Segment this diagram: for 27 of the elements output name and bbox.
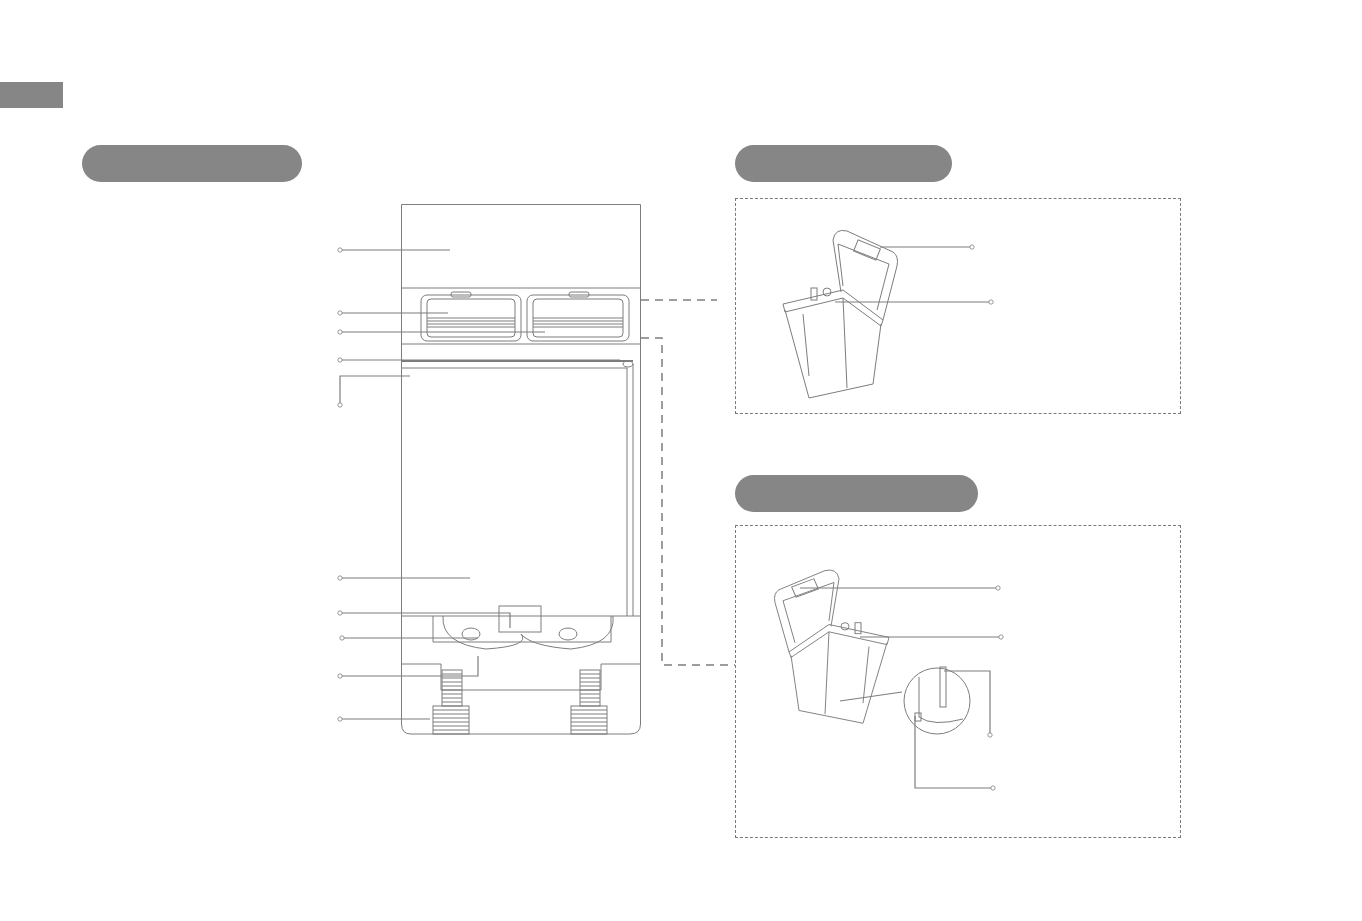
leader-line (337, 575, 471, 581)
leader-line (337, 247, 451, 253)
dashed-connector (640, 337, 736, 666)
leader-line (337, 329, 546, 335)
leader-line (839, 691, 903, 702)
base-station-drawing (401, 204, 641, 738)
leader-line (943, 670, 993, 738)
heading-pill (735, 475, 978, 512)
dashed-connector (640, 299, 718, 301)
leader-line (834, 299, 994, 305)
dashed-panel (735, 198, 1181, 414)
leader-line (337, 716, 431, 722)
dashed-panel (735, 525, 1181, 838)
leader-line (914, 715, 996, 791)
leader-line (337, 655, 479, 679)
leader-line (337, 357, 621, 363)
water-tank-drawing (771, 566, 891, 726)
magnified-detail-drawing (903, 667, 971, 735)
leader-line (337, 375, 411, 408)
leader-line (879, 244, 975, 250)
heading-pill (82, 145, 302, 182)
heading-pill (735, 145, 952, 182)
leader-line (859, 634, 1004, 640)
leader-line (339, 635, 479, 641)
leader-line (337, 310, 449, 316)
leader-line (337, 610, 511, 629)
leader-line (799, 585, 1001, 591)
